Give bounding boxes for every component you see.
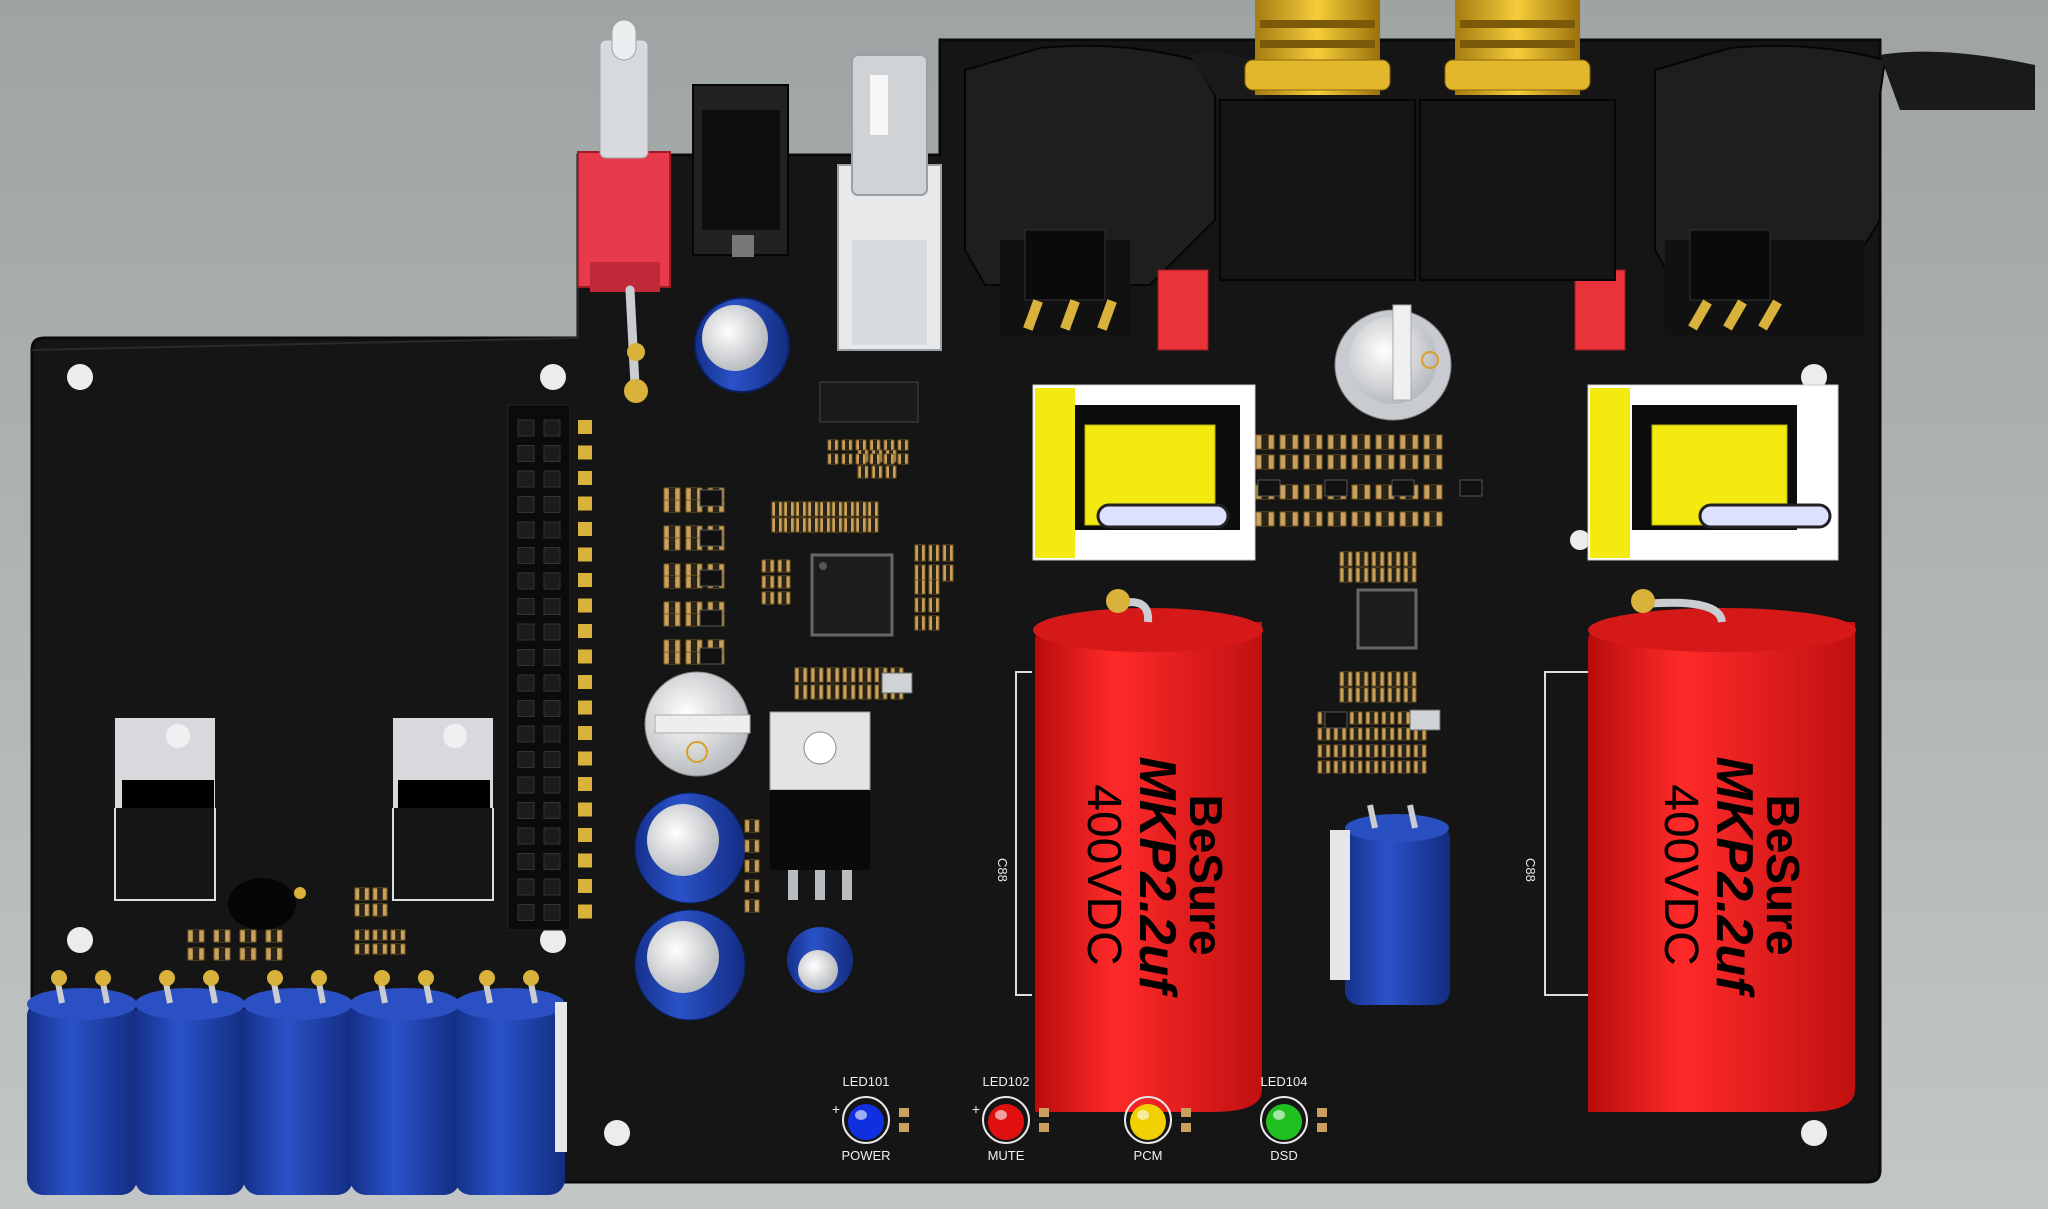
capacitor-brand-left: BeSure [1180, 794, 1232, 955]
led-pcm: PCM [1124, 1096, 1191, 1163]
transformer-left [1032, 384, 1256, 561]
led-label-3: DSD [1270, 1148, 1297, 1163]
power-transistor-right [393, 718, 493, 808]
smd-components [187, 434, 1483, 961]
film-capacitor-left-label: BeSure MKP2.2uf 400VDC [1077, 757, 1232, 999]
electrolytic-capacitors-mid [634, 792, 853, 1021]
aluminium-capacitor-mid [644, 671, 751, 777]
electrolytic-capacitor-row [27, 970, 567, 1195]
silkscreen-c88-left: C88 [995, 858, 1010, 882]
led-label-1: MUTE [988, 1148, 1025, 1163]
gpio-pin-header [507, 404, 592, 931]
usb-connector [837, 54, 942, 351]
led-label-2: PCM [1134, 1148, 1163, 1163]
capacitor-model-right: MKP2.2uf [1705, 757, 1763, 999]
dc-power-jack [692, 84, 789, 257]
led-ref-3: LED104 [1261, 1074, 1308, 1089]
film-capacitor-right-label: BeSure MKP2.2uf 400VDC [1654, 757, 1809, 999]
qfp-chip-main [810, 553, 894, 637]
mounting-holes [67, 364, 1827, 1146]
silkscreen-c88-right: C88 [1523, 858, 1538, 882]
power-transistor-left [115, 718, 215, 808]
electrolytic-capacitor-top [694, 297, 790, 393]
capacitor-voltage-left: 400VDC [1077, 784, 1130, 965]
film-capacitor-right [1588, 589, 1856, 1112]
voltage-regulator [769, 711, 871, 900]
led-ref-1: LED102 [983, 1074, 1030, 1089]
led-ref-0: LED101 [843, 1074, 890, 1089]
rca-jack-right [1419, 0, 1616, 281]
xlr-connector-left [964, 44, 1265, 351]
capacitor-model-left: MKP2.2uf [1128, 757, 1186, 999]
svg-text:+: + [972, 1101, 980, 1117]
electrolytic-capacitor-center [1330, 804, 1450, 1005]
film-capacitor-left [1033, 589, 1263, 1112]
transformer-right [1587, 384, 1839, 561]
capacitor-voltage-right: 400VDC [1654, 784, 1707, 965]
led-label-0: POWER [841, 1148, 890, 1163]
rca-jack-left [1219, 0, 1416, 281]
xlr-connector-right [1574, 44, 2035, 351]
capacitor-brand-right: BeSure [1757, 794, 1809, 955]
toggle-switch [577, 19, 671, 403]
aluminium-capacitor-top [1334, 304, 1452, 421]
to92-transistor [228, 878, 306, 930]
qfn-chip-right [1356, 588, 1418, 650]
svg-text:+: + [832, 1101, 840, 1117]
soic-chip [819, 381, 919, 423]
